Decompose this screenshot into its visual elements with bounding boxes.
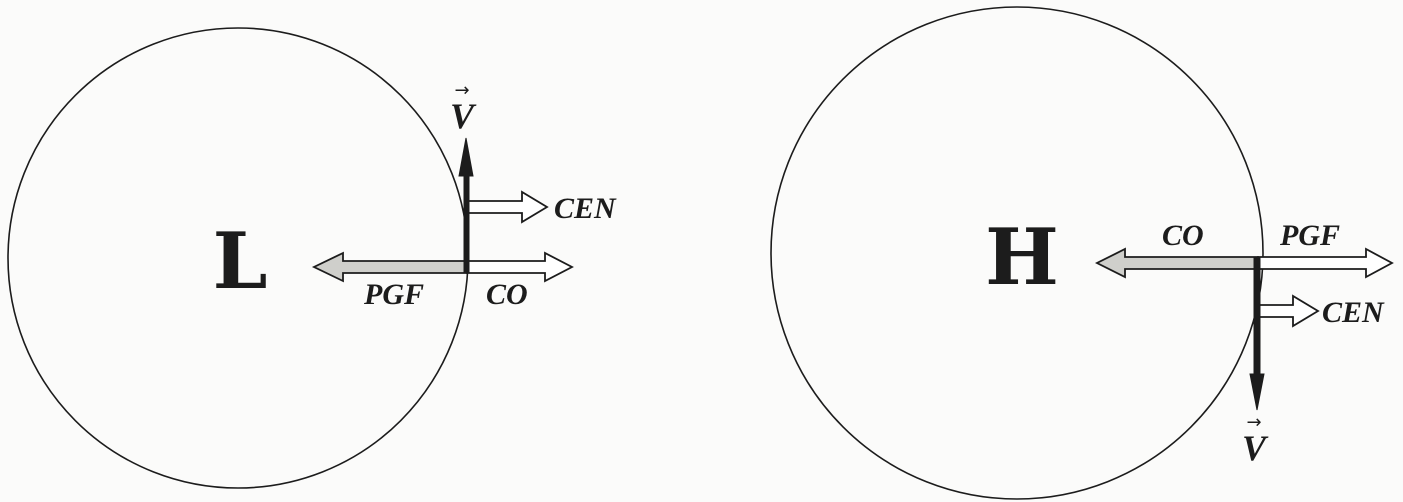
high-co-label: CO [1162,219,1204,252]
high-co-arrow [1094,247,1259,279]
low-cen-label: CEN [554,192,617,225]
low-pressure-panel: L → V CEN PGF CO [7,27,617,489]
low-velocity-arrow [458,137,474,274]
low-cen-arrow [466,190,549,224]
high-circle [770,6,1264,500]
high-cen-arrow [1257,294,1320,328]
low-co-label: CO [486,278,528,311]
low-co-arrow [466,251,574,283]
high-cen-label: CEN [1322,296,1385,329]
low-velocity-label: V [450,96,477,136]
high-velocity-label: V [1242,428,1269,468]
high-velocity-arrow [1249,256,1265,411]
high-velocity-vector-mark: → [1246,412,1261,433]
low-center-label: L [213,216,268,307]
high-pgf-label: PGF [1279,219,1340,252]
high-pgf-arrow [1257,247,1394,279]
high-center-label: H [985,212,1059,303]
low-pgf-arrow [311,251,468,283]
low-pgf-label: PGF [363,278,424,311]
low-velocity-vector-mark: → [454,80,469,101]
high-pressure-panel: H → V CO PGF CEN [770,6,1394,500]
